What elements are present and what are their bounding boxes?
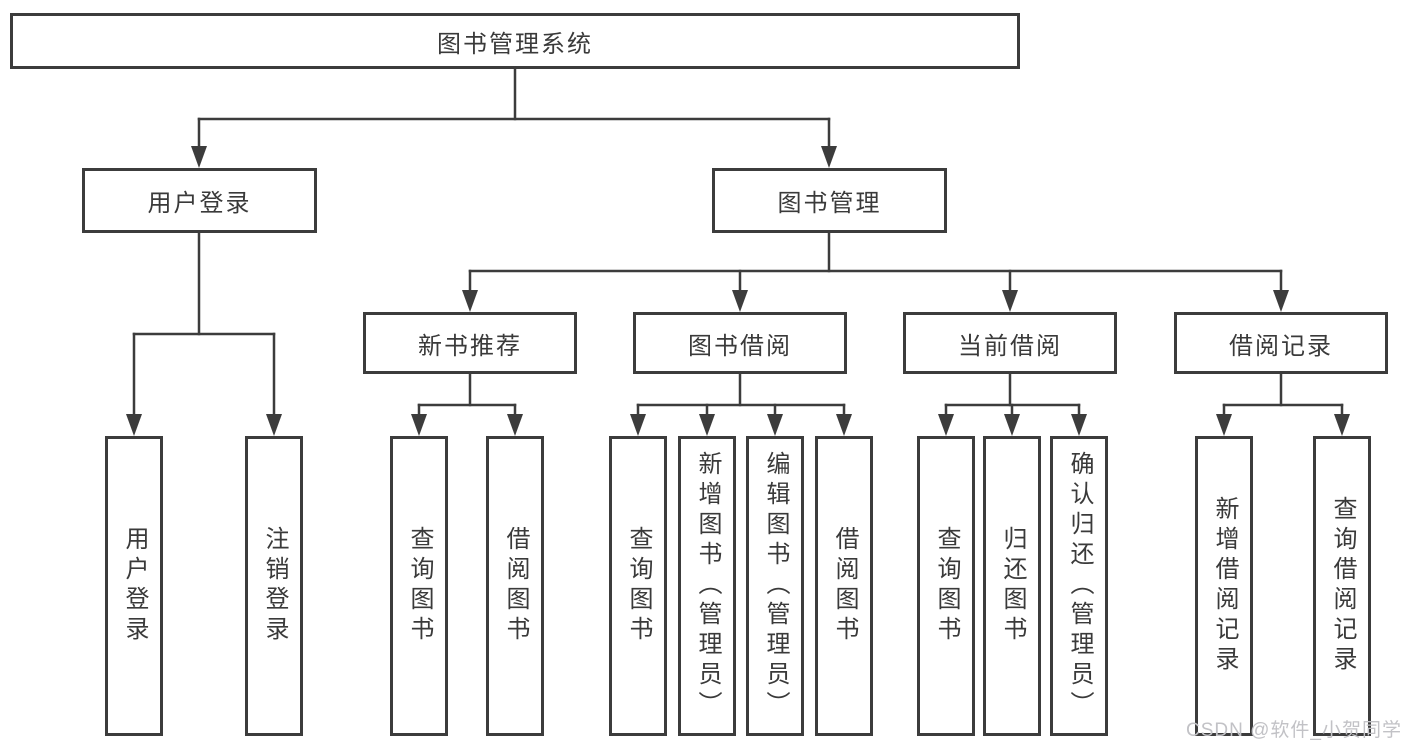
- leaf-query-books-recommend: 查询图书: [390, 436, 448, 736]
- node-user-login: 用户登录: [82, 168, 317, 233]
- leaf-logout-login: 注销登录: [245, 436, 303, 736]
- leaf-add-books-admin: 新增图书（管理员）: [678, 436, 736, 736]
- leaf-return-books: 归还图书: [983, 436, 1041, 736]
- leaf-query-books-current: 查询图书: [917, 436, 975, 736]
- node-current-borrowing: 当前借阅: [903, 312, 1117, 374]
- leaf-user-login: 用户登录: [105, 436, 163, 736]
- leaf-edit-books-admin: 编辑图书（管理员）: [746, 436, 804, 736]
- node-book-management: 图书管理: [712, 168, 947, 233]
- leaf-query-books-borrowing: 查询图书: [609, 436, 667, 736]
- leaf-add-borrow-record: 新增借阅记录: [1195, 436, 1253, 736]
- csdn-watermark: CSDN @软件_小贺同学: [1186, 720, 1402, 741]
- leaf-query-borrow-record: 查询借阅记录: [1313, 436, 1371, 736]
- node-new-book-recommend: 新书推荐: [363, 312, 577, 374]
- node-root: 图书管理系统: [10, 13, 1020, 69]
- leaf-borrow-books-borrowing: 借阅图书: [815, 436, 873, 736]
- node-borrowing-records: 借阅记录: [1174, 312, 1388, 374]
- leaf-borrow-books-recommend: 借阅图书: [486, 436, 544, 736]
- leaf-confirm-return-admin: 确认归还（管理员）: [1050, 436, 1108, 736]
- arrowheads: [126, 146, 1350, 436]
- node-book-borrowing: 图书借阅: [633, 312, 847, 374]
